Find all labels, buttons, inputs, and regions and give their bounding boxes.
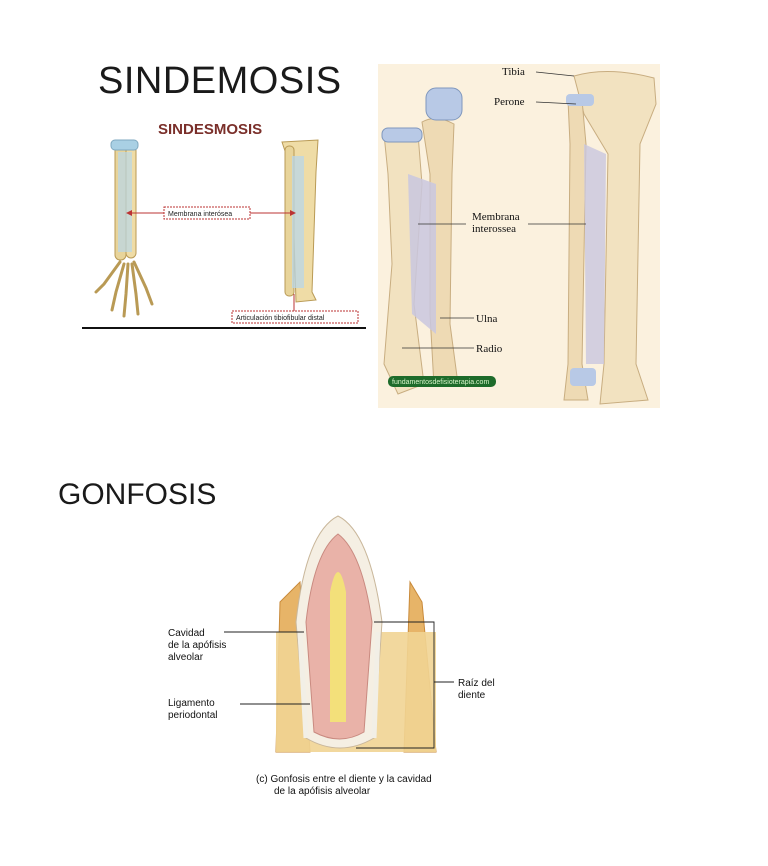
forearm-illustration	[94, 139, 154, 318]
label-cavidad-1: Cavidad	[168, 628, 205, 639]
label-raiz-2: diente	[458, 690, 486, 701]
label-cavidad-3: alveolar	[168, 652, 204, 663]
label-ligamento-1: Ligamento	[168, 698, 215, 709]
label-cavidad-2: de la apófisis	[168, 640, 226, 651]
label-ligamento-2: periodontal	[168, 710, 217, 721]
forearm-bones	[381, 87, 463, 395]
tooth-illustration	[275, 515, 437, 753]
fig1-heading: SINDESMOSIS	[158, 121, 262, 138]
label-ulna: Ulna	[476, 313, 498, 325]
figure-gonfosis: Cavidad de la apófisis alveolar Ligament…	[168, 515, 495, 797]
title-sindemosis: SINDEMOSIS	[98, 60, 342, 102]
watermark: fundamentosdefisioterapia.com	[392, 379, 489, 386]
figure-membrana-interossea: Tibia Perone Membrana interossea Ulna Ra…	[378, 64, 660, 408]
label-radio: Radio	[476, 343, 503, 355]
label-perone: Perone	[494, 96, 525, 108]
label-membrana-2: interossea	[472, 223, 516, 235]
figure-sindesmosis: SINDESMOSIS Membrana interósea Articulac…	[82, 121, 366, 329]
leg-bones	[563, 71, 657, 405]
caption-line-1: (c) Gonfosis entre el diente y la cavida…	[256, 774, 432, 785]
leg-illustration	[281, 139, 319, 303]
title-gonfosis: GONFOSIS	[58, 478, 217, 511]
caption-line-2: de la apófisis alveolar	[274, 786, 371, 797]
label-membrana-1: Membrana	[472, 211, 520, 223]
label-raiz-1: Raíz del	[458, 678, 495, 689]
fig1-membrane-label: Membrana interósea	[168, 211, 232, 218]
label-tibia: Tibia	[502, 66, 525, 78]
fig1-joint-label: Articulación tibiofibular distal	[236, 315, 325, 322]
